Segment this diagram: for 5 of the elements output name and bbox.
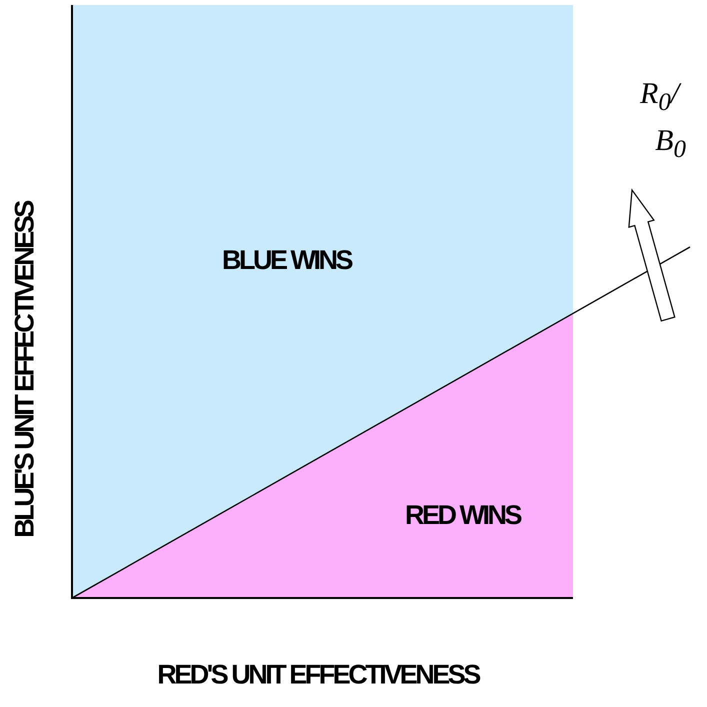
axis-title: BLUE'S UNIT EFFECTIVENESS bbox=[10, 202, 40, 538]
axis-title: RED'S UNIT EFFECTIVENESS bbox=[157, 660, 479, 690]
ratio-label: R$_{0}$/B$_{0}$ bbox=[640, 76, 686, 165]
region-label: RED WINS bbox=[405, 500, 520, 531]
region-label: BLUE WINS bbox=[222, 245, 351, 276]
